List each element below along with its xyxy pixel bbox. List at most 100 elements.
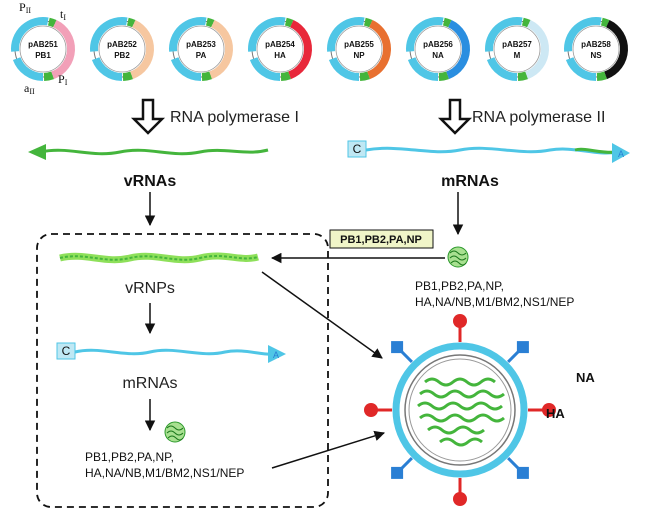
vrnps-label: vRNPs [125,280,175,297]
plasmid-gene: NA [432,51,444,60]
mrnas-top-label: mRNAs [441,173,499,190]
virion [392,342,528,478]
pol1-promoter-segment [201,71,212,81]
gene-segment [287,19,312,80]
tail-a-box: A [273,350,279,360]
polya-a2-label: aII [24,81,35,96]
pol1-terminator-segment [600,17,610,28]
vrna-strand [28,144,269,160]
promoter-p2-label: PII [19,0,31,15]
pol1-terminator-segment [47,17,57,28]
na-spike-head [391,341,404,354]
vrnp-strand [59,252,259,264]
virion-na-label: NA [576,370,595,385]
pol1-terminator-segment [521,17,531,28]
gene-segment [129,19,154,80]
cap-c-top: C [353,142,362,156]
protein-list-right-line2: HA,NA/NB,M1/BM2,NS1/NEP [415,295,574,309]
plasmid-inner-ring [19,25,67,73]
pol1-promoter-segment [596,71,607,81]
hollow-arrow-right [437,98,473,135]
pol2-promoter-segment [564,17,602,52]
pol2-promoter-segment [169,17,207,52]
pol1-terminator-segment [363,17,373,28]
gene-segment [208,19,233,80]
plasmid-inner-ring [177,25,225,73]
terminator-t1-label: tI [60,7,66,22]
pol1-terminator-segment [284,17,294,28]
gene-segment [366,19,391,80]
pol1-promoter-segment [43,71,54,81]
polya-segment [486,56,518,81]
polya-segment [91,56,123,81]
polya-segment [170,56,202,81]
plasmid-name: pAB258 [581,40,611,49]
gene-segment [524,19,549,80]
virion-spikes [364,314,556,506]
arrow-vrnp-to-virion [261,271,383,359]
plasmid-name: pAB257 [502,40,532,49]
pol1-promoter-segment [517,71,528,81]
pol1-terminator-segment [126,17,136,28]
pol2-promoter-segment [248,17,286,52]
plasmid-inner-ring [572,25,620,73]
gene-segment [603,19,628,80]
promoter-labels: PII tI aII PI [19,0,68,96]
pol1-terminator-segment [205,17,215,28]
protein-list-box-line2: HA,NA/NB,M1/BM2,NS1/NEP [85,466,244,480]
pol2-promoter-segment [11,17,49,52]
na-spike-head [391,466,404,479]
pol2-promoter-segment [327,17,365,52]
plasmid-gene: HA [274,51,286,60]
complex-label: PB1,PB2,PA,NP [340,234,422,246]
rna-polymerase-ii-label: RNA polymerase II [472,109,605,126]
virion-ha-label: HA [546,406,565,421]
ribosome-icon-box [164,421,186,443]
plasmid-name: pAB251 [28,40,58,49]
plasmid-name: pAB252 [107,40,137,49]
plasmid-gene: PB1 [35,51,51,60]
plasmid-gene: PB2 [114,51,130,60]
ribosome-icon-right [447,246,469,268]
ha-spike-head [542,403,556,417]
gene-segment [50,19,75,80]
polya-segment [328,56,360,81]
tail-a-top: A [618,149,624,159]
ha-spike-head [453,314,467,328]
plasmid-name: pAB254 [265,40,295,49]
mrna-strand-box: C A [56,342,286,363]
plasmid-gene: M [514,51,521,60]
pol2-promoter-segment [406,17,444,52]
plasmid-inner-ring [493,25,541,73]
arrow-proteins-to-virion [271,430,386,469]
plasmid-gene: PA [196,51,207,60]
gene-segment [445,19,470,80]
plasmid-gene: NS [590,51,602,60]
rna-polymerase-i-label: RNA polymerase I [170,109,299,126]
pol2-promoter-segment [90,17,128,52]
virion-rnps [417,377,505,447]
vrnas-label: vRNAs [124,173,177,190]
polya-segment [12,56,44,81]
plasmid-row: pAB251PB1pAB252PB2pAB253PApAB254HApAB255… [11,17,628,81]
hollow-arrow-left [130,98,166,135]
mrnas-box-label: mRNAs [122,375,177,392]
pol1-promoter-segment [280,71,291,81]
mrna-strand-top: C A [347,140,630,163]
plasmid-gene: NP [353,51,365,60]
pol2-promoter-segment [485,17,523,52]
pol1-promoter-segment [359,71,370,81]
pol1-promoter-segment [122,71,133,81]
plasmid-inner-ring [256,25,304,73]
ha-spike-head [453,492,467,506]
plasmid-inner-ring [98,25,146,73]
